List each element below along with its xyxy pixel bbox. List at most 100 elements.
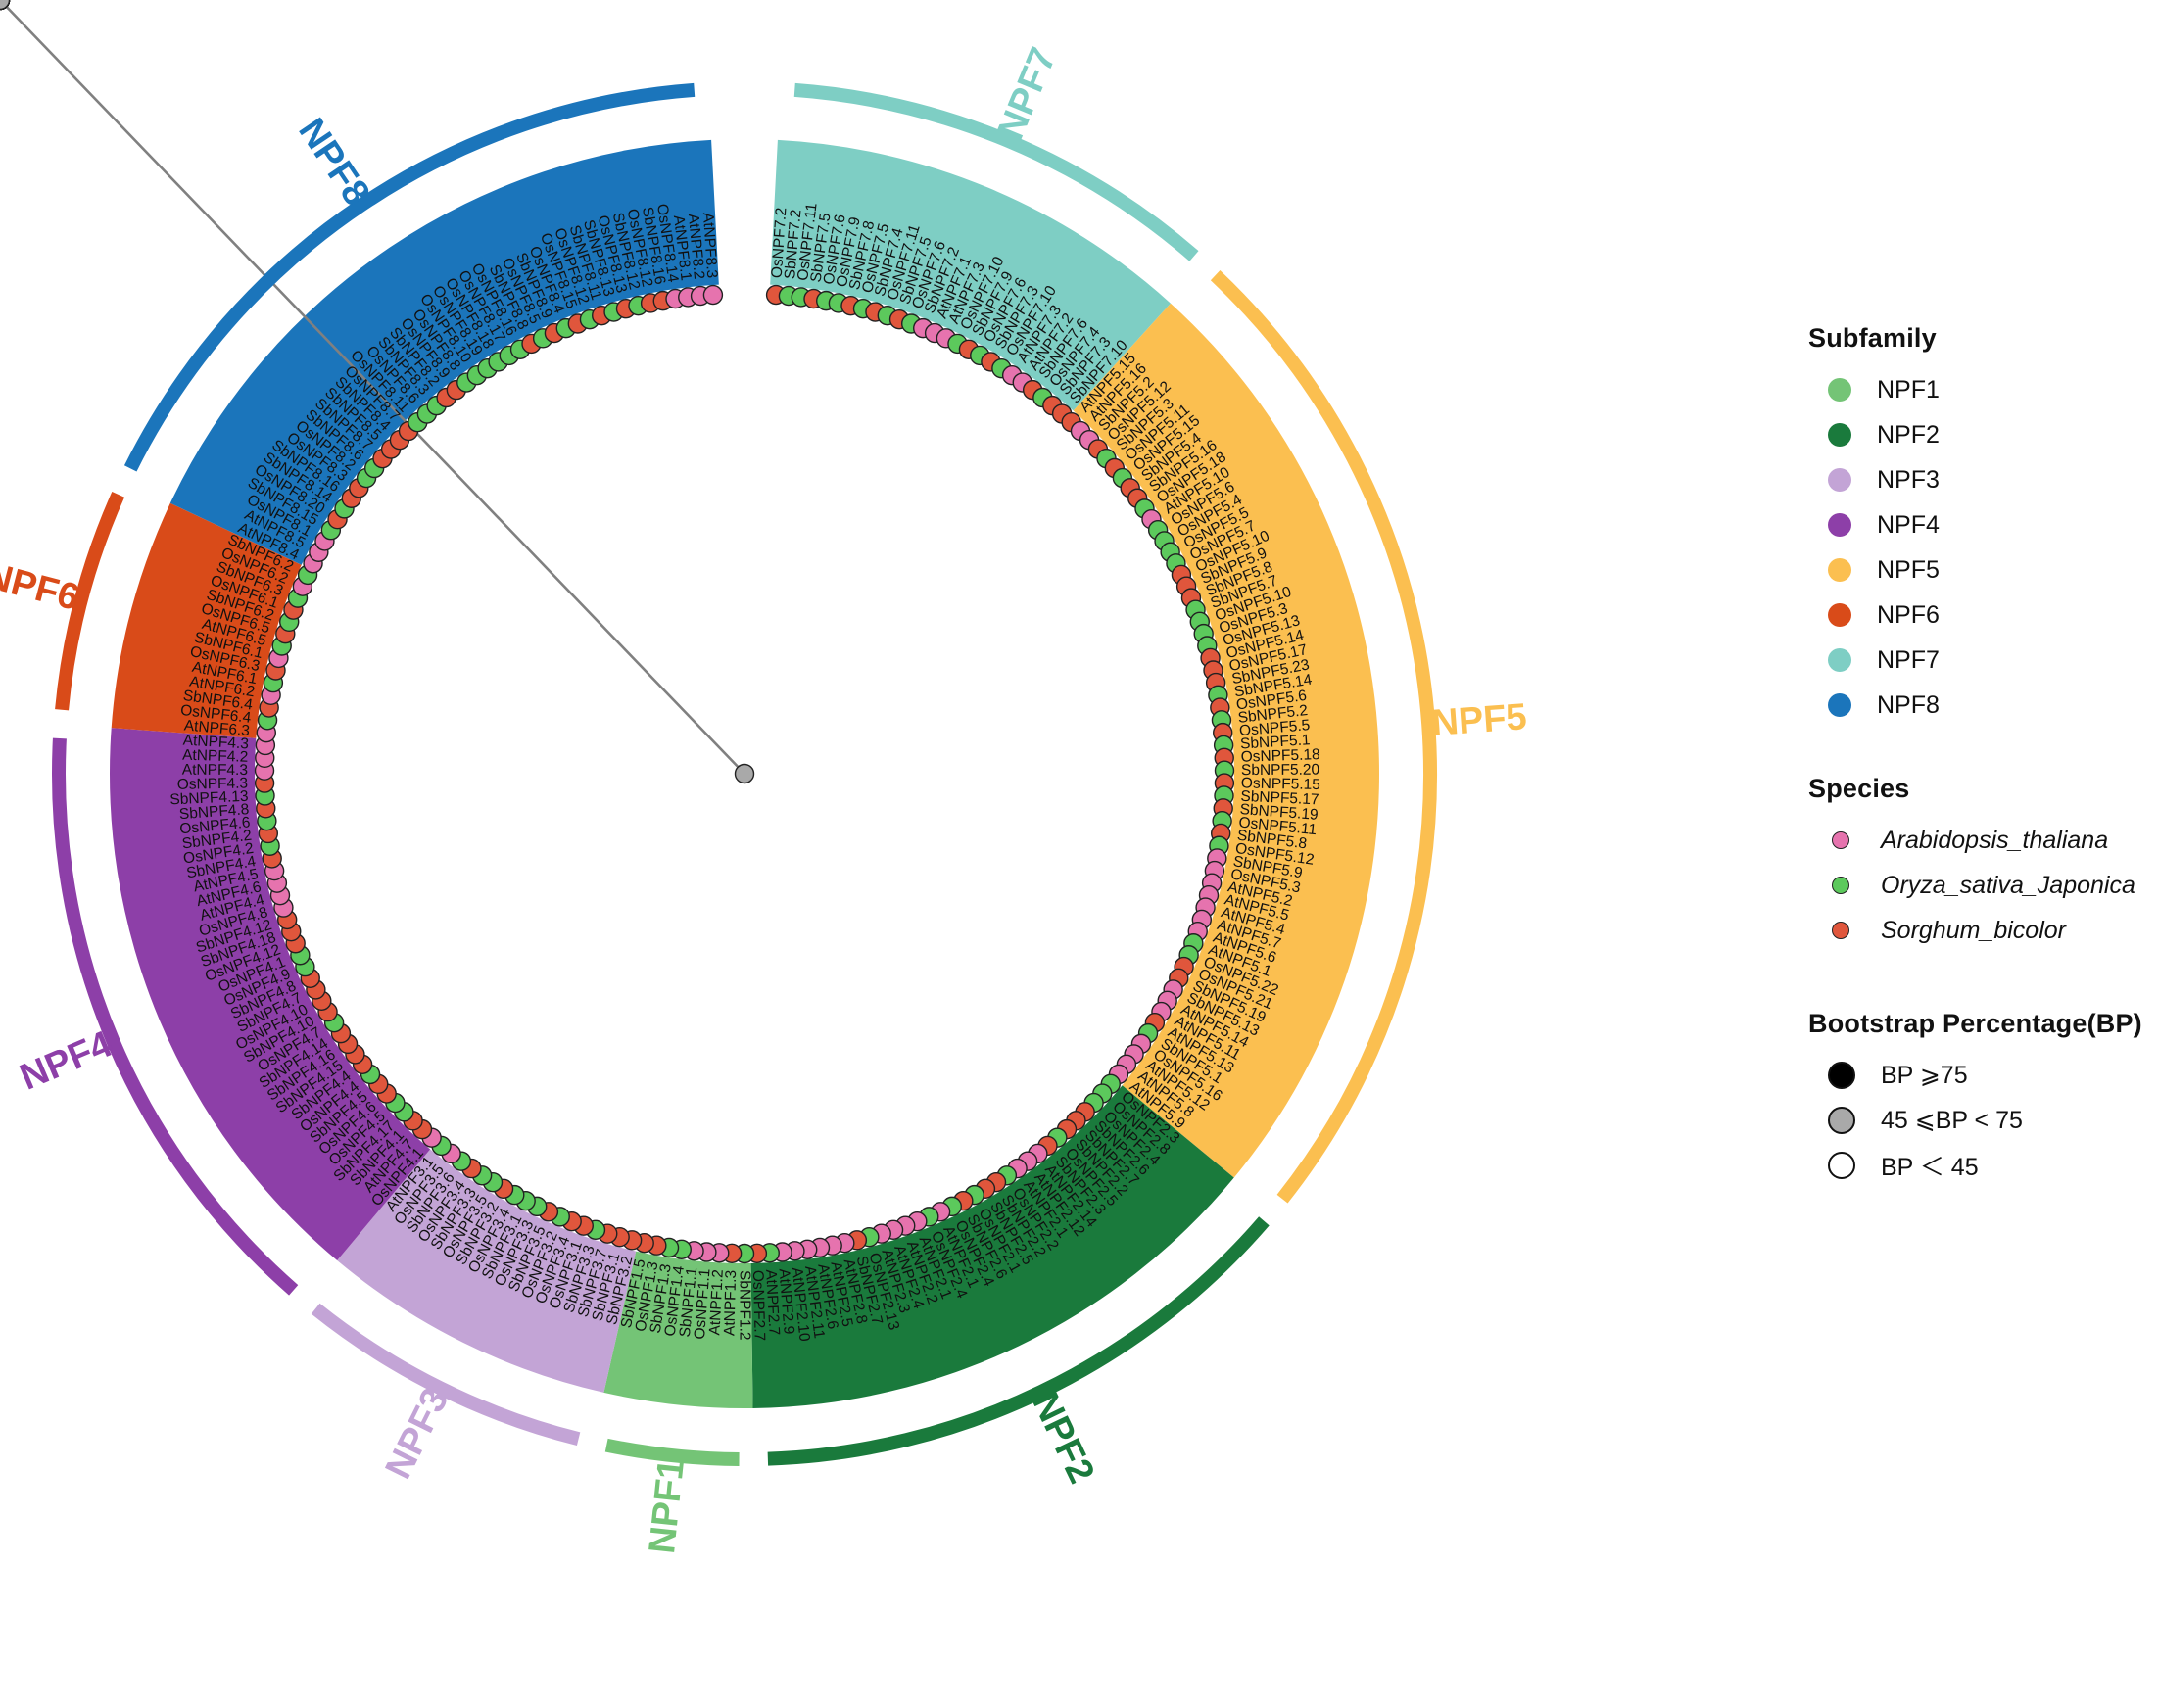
tip-label-SbNPF7.2: SbNPF7.2 (782, 209, 804, 280)
legend-subfamily-item-NPF5-swatch (1828, 558, 1851, 582)
tip-label-AtNPF2.7: AtNPF2.7 (762, 1269, 783, 1336)
legend-subfamily-item-NPF8-label: NPF8 (1877, 690, 1940, 719)
tip-label-AtNPF6.3: AtNPF6.3 (183, 717, 250, 739)
legend-species-item-Os-label: Oryza_sativa_Japonica (1881, 871, 2135, 899)
root-node (734, 763, 755, 784)
legend-bootstrap-title: Bootstrap Percentage(BP) (1808, 1009, 2142, 1038)
tip-label-AtNPF1.3: AtNPF1.3 (721, 1270, 740, 1337)
clade-label-NPF5: NPF5 (1430, 696, 1528, 744)
legend-subfamily-item-NPF4-label: NPF4 (1877, 510, 1940, 539)
clade-band-NPF3 (337, 1149, 637, 1393)
legend-subfamily-item-NPF6: NPF6 (1808, 593, 1940, 638)
clade-label-NPF2: NPF2 (1024, 1386, 1102, 1490)
bootstrap-node (0, 0, 11, 11)
legend-species-item-At: Arabidopsis_thaliana (1808, 818, 2135, 863)
tip-node-AtNPF8.3 (702, 284, 724, 306)
tip-label-AtNPF4.3: AtNPF4.3 (182, 733, 249, 753)
legend-subfamily-item-NPF7: NPF7 (1808, 638, 1940, 683)
legend-subfamily-item-NPF3: NPF3 (1808, 457, 1940, 502)
tip-label-SbNPF5.17: SbNPF5.17 (1240, 788, 1319, 809)
tip-label-OsNPF2.7: OsNPF2.7 (749, 1270, 768, 1342)
legend-subfamily-item-NPF7-label: NPF7 (1877, 645, 1940, 674)
legend-species-item-At-swatch (1832, 831, 1849, 849)
phylogenetic-tree: OsNPF7.2SbNPF7.2OsNPF7.11SbNPF7.5OsNPF7.… (0, 0, 1528, 1555)
legend-subfamily-title: Subfamily (1808, 323, 1937, 353)
tip-label-AtNPF2.9: AtNPF2.9 (775, 1268, 796, 1335)
internal-nodes (0, 0, 755, 784)
legend-subfamily-item-NPF5: NPF5 (1808, 547, 1940, 593)
clade-band-NPF8 (169, 139, 719, 565)
clade-arc-NPF7 (793, 82, 1199, 261)
clade-band-NPF7 (770, 139, 1171, 411)
legend-species-item-At-label: Arabidopsis_thaliana (1881, 826, 2109, 854)
legend-species-item-Sb-label: Sorghum_bicolor (1881, 916, 2066, 944)
tip-nodes (254, 284, 1235, 1264)
clade-band-NPF6 (111, 502, 302, 738)
tip-label-OsNPF5.5: OsNPF5.5 (1238, 717, 1311, 739)
legend-subfamily-item-NPF2-swatch (1828, 423, 1851, 447)
tip-label-SbNPF5.19: SbNPF5.19 (1239, 801, 1319, 824)
clade-arc-NPF5 (1210, 270, 1437, 1204)
clade-bands (110, 139, 1379, 1408)
clade-arc-NPF3 (311, 1303, 581, 1446)
legend-bootstrap-item-mid-swatch (1828, 1107, 1855, 1134)
legend-bootstrap-item-low: BP ＜ 45 (1808, 1143, 2142, 1188)
tip-label-AtNPF8.3: AtNPF8.3 (699, 212, 720, 278)
tip-label-SbNPF1.2: SbNPF1.2 (737, 1270, 753, 1341)
legend-bootstrap-item-high-label: BP ⩾75 (1881, 1062, 1968, 1089)
legend-bootstrap-item-high-swatch (1828, 1062, 1855, 1089)
legend-bootstrap-item-mid: 45 ⩽BP < 75 (1808, 1098, 2142, 1143)
clade-arc-NPF1 (604, 1438, 740, 1466)
legend-subfamily-item-NPF3-swatch (1828, 468, 1851, 492)
clade-label-NPF1: NPF1 (642, 1456, 693, 1555)
legend-bootstrap-item-low-label: BP ＜ 45 (1881, 1154, 1979, 1181)
legend-species-item-Os-swatch (1832, 877, 1849, 894)
clade-label-NPF7: NPF7 (990, 42, 1065, 146)
legend-subfamily-item-NPF6-swatch (1828, 603, 1851, 627)
legend-subfamily-item-NPF1: NPF1 (1808, 367, 1940, 412)
legend-subfamily-item-NPF1-label: NPF1 (1877, 375, 1940, 403)
clade-label-NPF8: NPF8 (290, 112, 377, 214)
clade-band-NPF1 (603, 1251, 753, 1408)
root-branch (0, 0, 745, 775)
clade-label-NPF4: NPF4 (15, 1023, 119, 1099)
clade-band-NPF4 (110, 728, 431, 1260)
legend-species-item-Sb: Sorghum_bicolor (1808, 908, 2135, 953)
tip-label-SbNPF4.8: SbNPF4.8 (178, 801, 250, 823)
tip-label-OsNPF1.1: OsNPF1.1 (692, 1268, 714, 1340)
legend-subfamily-item-NPF2-label: NPF2 (1877, 420, 1940, 449)
legend-bootstrap-item-high: BP ⩾75 (1808, 1053, 2142, 1098)
legend-bootstrap: Bootstrap Percentage(BP) BP ⩾75 45 ⩽BP < … (1808, 1009, 2142, 1188)
tip-label-OsNPF5.15: OsNPF5.15 (1241, 775, 1320, 793)
legend-subfamily-item-NPF1-swatch (1828, 378, 1851, 402)
clade-arc-NPF6 (55, 492, 125, 711)
tip-label-OsNPF5.18: OsNPF5.18 (1240, 746, 1320, 766)
clade-band-NPF5 (1073, 303, 1379, 1178)
clade-arc-NPF2 (767, 1216, 1270, 1466)
tip-label-SbNPF5.20: SbNPF5.20 (1241, 762, 1320, 780)
clade-arc-NPF8 (123, 82, 696, 472)
legend-subfamily-item-NPF2: NPF2 (1808, 412, 1940, 457)
tip-label-AtNPF4.2: AtNPF4.2 (182, 747, 249, 766)
legend-species-title: Species (1808, 774, 1910, 803)
legend-subfamily-item-NPF5-label: NPF5 (1877, 555, 1940, 584)
tip-label-OsNPF7.2: OsNPF7.2 (769, 207, 791, 278)
clade-label-NPF3: NPF3 (378, 1382, 457, 1486)
legend-species-item-Sb-swatch (1832, 922, 1849, 939)
tree-branches (0, 0, 745, 775)
tip-label-AtNPF1.2: AtNPF1.2 (706, 1269, 727, 1336)
legend-subfamily-item-NPF4: NPF4 (1808, 502, 1940, 547)
legend-subfamily-item-NPF3-label: NPF3 (1877, 465, 1940, 494)
clade-arc-NPF4 (52, 737, 299, 1296)
legend-species-item-Os: Oryza_sativa_Japonica (1808, 863, 2135, 908)
legend-bootstrap-item-low-swatch (1828, 1152, 1855, 1179)
tip-label-AtNPF4.3: AtNPF4.3 (182, 762, 248, 779)
legend-subfamily-item-NPF8-swatch (1828, 693, 1851, 717)
tip-label-AtNPF8.2: AtNPF8.2 (685, 213, 707, 279)
legend-subfamily-item-NPF6-label: NPF6 (1877, 600, 1940, 629)
legend-subfamily-item-NPF7-swatch (1828, 648, 1851, 672)
